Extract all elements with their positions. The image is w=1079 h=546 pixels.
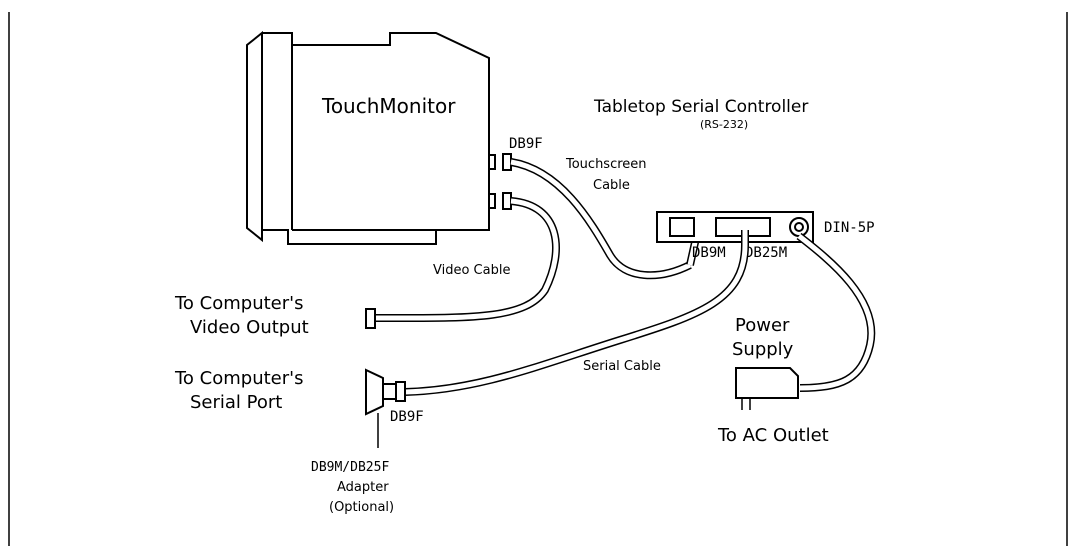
- db25m-label: DB25M: [745, 245, 787, 261]
- tabletop-serial-controller: [656, 211, 814, 243]
- computer-video-label-line1: To Computer's: [174, 293, 303, 314]
- power-cable: [796, 232, 876, 392]
- touchscreen-cable-label-line2: Cable: [593, 178, 630, 193]
- serial-adapter-shape: [365, 368, 384, 416]
- adapter-label-line2: Adapter: [337, 480, 389, 495]
- video-cable: [365, 192, 560, 329]
- serial-db9f-label: DB9F: [390, 409, 424, 425]
- computer-serial-label-line1: To Computer's: [174, 368, 303, 389]
- touchscreen-cable-label-line1: Touchscreen: [565, 157, 647, 172]
- video-cable-label: Video Cable: [433, 263, 510, 278]
- video-cable-connector-monitor: [502, 192, 512, 210]
- controller-title: Tabletop Serial Controller: [593, 97, 808, 117]
- monitor-db9f-label: DB9F: [509, 136, 543, 152]
- ac-outlet-label: To AC Outlet: [717, 425, 829, 446]
- adapter-label-line3: (Optional): [329, 500, 394, 515]
- monitor-video-port: [488, 193, 496, 209]
- touchscreen-cable-connector: [502, 153, 512, 171]
- video-cable-connector-computer: [365, 308, 376, 329]
- controller-db9m-port: [669, 217, 695, 237]
- monitor-front-bezel: [246, 30, 263, 243]
- computer-serial-label-line2: Serial Port: [190, 392, 282, 413]
- serial-adapter-neck: [382, 383, 397, 400]
- power-supply-body: [735, 367, 799, 399]
- monitor-body: [262, 32, 490, 245]
- computer-video-label-line2: Video Output: [190, 317, 309, 338]
- touchmonitor-device: TouchMonitor: [246, 30, 496, 245]
- db9m-label: DB9M: [692, 245, 726, 261]
- serial-cable-label: Serial Cable: [583, 359, 661, 374]
- monitor-touch-port: [488, 154, 496, 170]
- power-supply-label-line2: Supply: [732, 339, 794, 360]
- power-supply-label-line1: Power: [735, 315, 790, 336]
- serial-cable-connector-db9f: [395, 381, 406, 402]
- monitor-label: TouchMonitor: [321, 94, 456, 118]
- power-supply: [735, 367, 799, 410]
- din5p-label: DIN-5P: [824, 220, 875, 236]
- serial-cable: [365, 230, 749, 448]
- controller-subtitle: (RS-232): [700, 118, 748, 131]
- adapter-label-line1: DB9M/DB25F: [311, 460, 389, 475]
